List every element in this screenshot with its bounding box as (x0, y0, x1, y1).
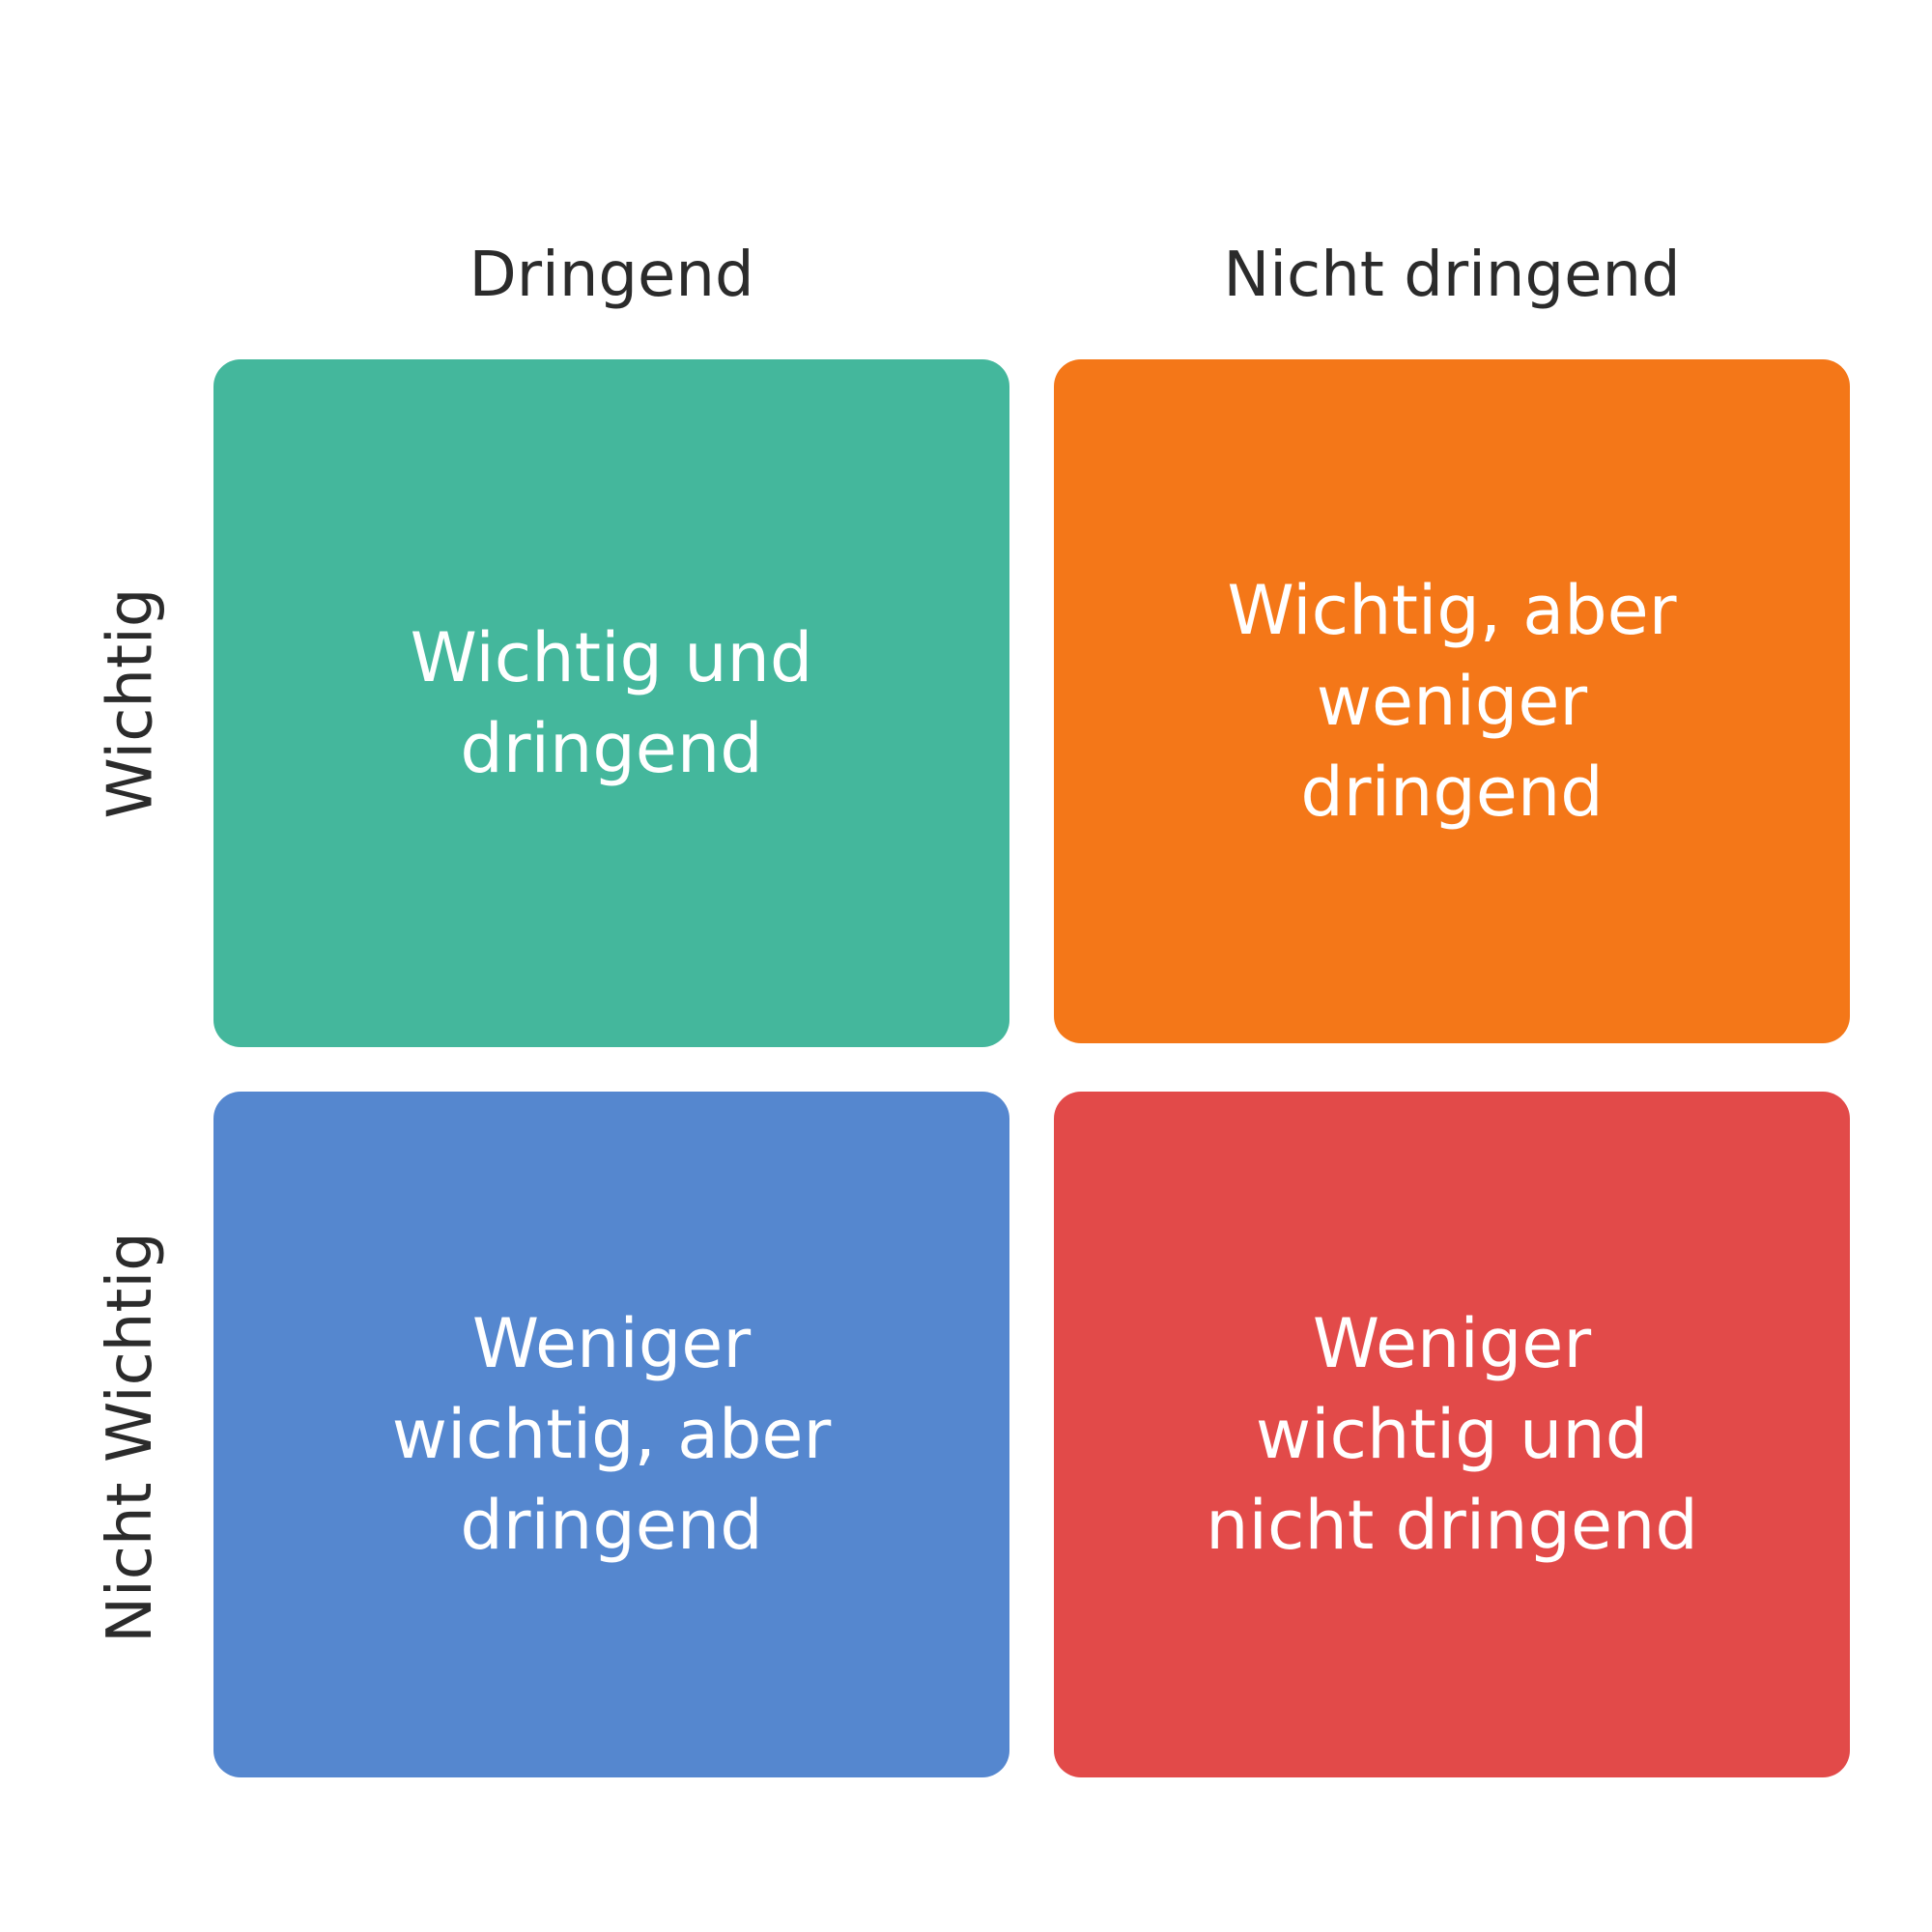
column-header-not-urgent: Nicht dringend (1223, 240, 1681, 311)
quadrant-not-important-not-urgent-text: Weniger wichtig und nicht dringend (1206, 1304, 1698, 1565)
row-header-important-label: Wichtig (95, 587, 166, 819)
quadrant-important-not-urgent: Wichtig, aber weniger dringend (1054, 359, 1850, 1043)
row-header-not-important: Nicht Wichtig (72, 1094, 188, 1781)
column-header-urgent: Dringend (469, 240, 754, 311)
quadrant-not-important-urgent-text: Weniger wichtig, aber dringend (391, 1304, 832, 1565)
quadrant-important-not-urgent-text: Wichtig, aber weniger dringend (1227, 571, 1677, 832)
row-header-not-important-label: Nicht Wichtig (95, 1232, 166, 1643)
quadrant-not-important-not-urgent: Weniger wichtig und nicht dringend (1054, 1092, 1850, 1777)
quadrant-not-important-urgent: Weniger wichtig, aber dringend (213, 1092, 1009, 1777)
row-header-important: Wichtig (72, 359, 188, 1047)
quadrant-important-urgent-text: Wichtig und dringend (410, 618, 813, 788)
quadrant-important-urgent: Wichtig und dringend (213, 359, 1009, 1047)
